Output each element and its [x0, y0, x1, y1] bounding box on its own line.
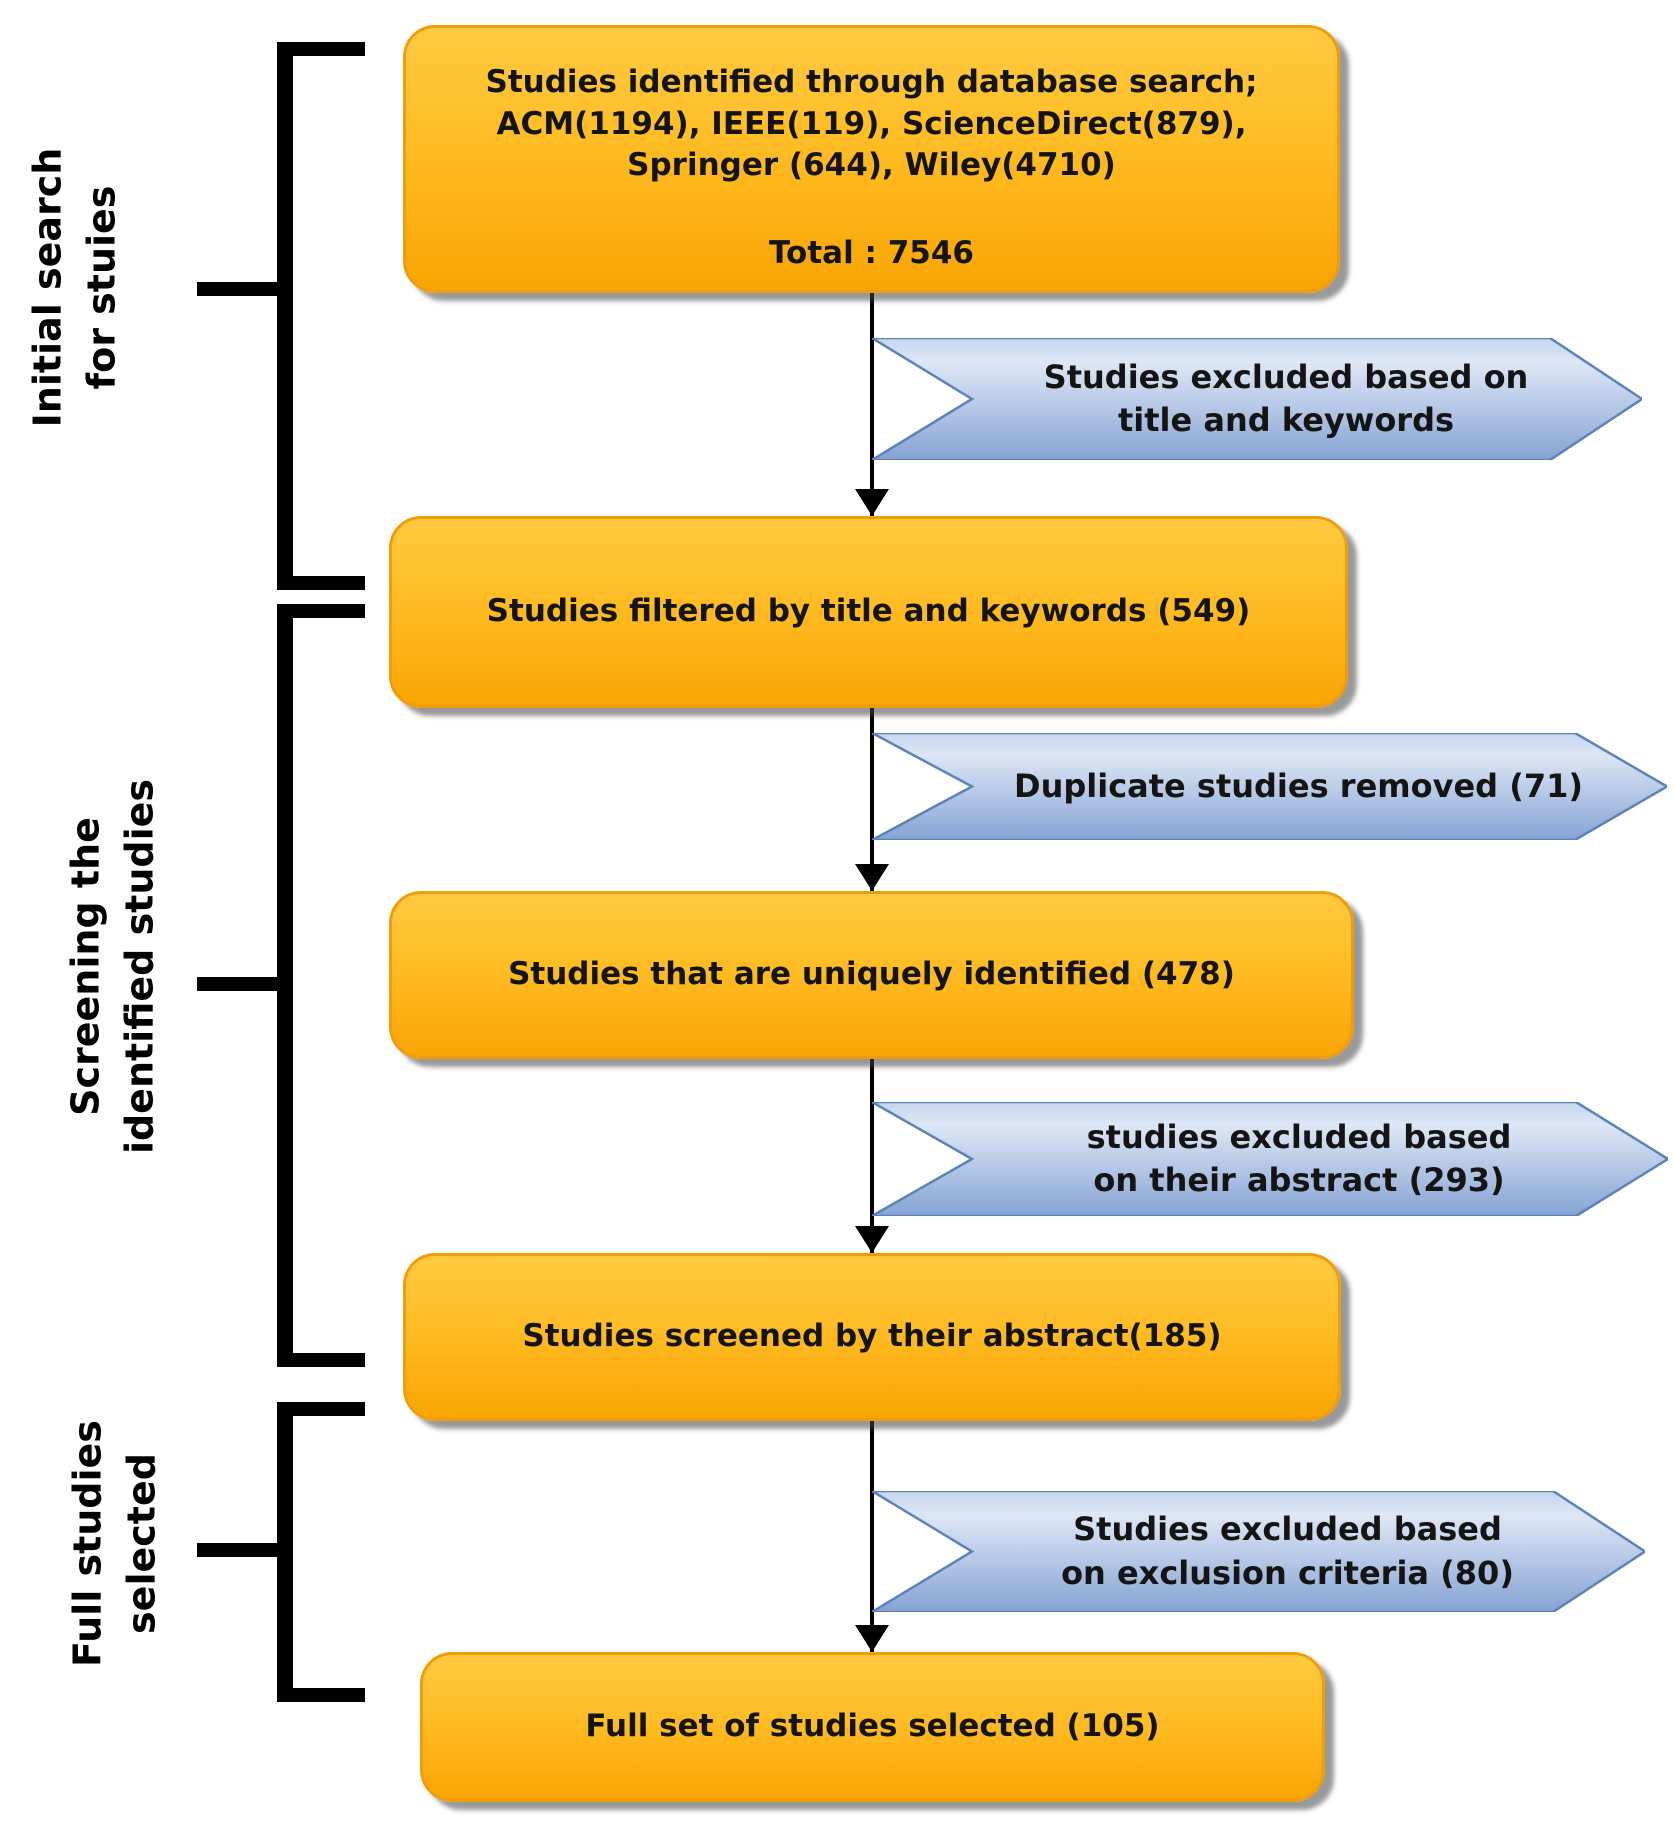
right-arrow-icon — [872, 733, 1667, 840]
excluded-arrow-abstract: studies excluded based on their abstract… — [872, 1102, 1668, 1216]
bracket-initial-search — [277, 42, 293, 590]
bracket-initial-search-top-arm — [277, 42, 365, 56]
box-screened-by-abstract: Studies screened by their abstract(185) — [403, 1253, 1341, 1421]
arrow-text-line: studies excluded based — [1086, 1117, 1512, 1156]
box-text-line: Studies that are uniquely identified (47… — [508, 956, 1235, 993]
section-label-line: Screening the — [63, 817, 108, 1116]
right-arrow-icon — [872, 1102, 1668, 1216]
box-text-line: Full set of studies selected (105) — [585, 1708, 1160, 1745]
bracket-screening — [277, 604, 293, 1367]
bracket-initial-search-tick — [197, 282, 279, 296]
down-arrowhead-icon — [855, 489, 889, 516]
box-studies-filtered: Studies filtered by title and keywords (… — [389, 516, 1348, 708]
box-text-line: Studies screened by their abstract(185) — [522, 1318, 1222, 1355]
section-label-full-studies: Full studies selected — [58, 1234, 173, 1826]
box-studies-identified: Studies identified through database sear… — [403, 25, 1340, 293]
arrow-text-line: on exclusion criteria (80) — [1061, 1553, 1514, 1592]
box-uniquely-identified: Studies that are uniquely identified (47… — [389, 891, 1354, 1059]
box-text-line: Studies identified through database sear… — [485, 64, 1258, 100]
excluded-arrow-exclusion-criteria: Studies excluded based on exclusion crit… — [872, 1491, 1645, 1612]
right-arrow-icon — [872, 338, 1642, 460]
section-label-screening: Screening the identified studies — [56, 657, 171, 1277]
right-arrow-icon — [872, 1491, 1645, 1612]
box-total-text: Total : 7546 — [769, 234, 974, 271]
section-label-line: identified studies — [117, 778, 161, 1155]
section-label-initial-search: Initial search for stuies — [18, 0, 133, 598]
down-arrowhead-icon — [855, 1226, 889, 1253]
bracket-full-studies-top-arm — [277, 1402, 365, 1416]
box-text-line: ACM(1194), IEEE(119), ScienceDirect(879)… — [496, 105, 1247, 142]
section-label-line: Full studies — [65, 1420, 110, 1667]
bracket-full-studies-bottom-arm — [277, 1688, 365, 1702]
bracket-screening-top-arm — [277, 604, 365, 618]
arrow-text-line: Studies excluded based — [1073, 1510, 1502, 1549]
down-arrowhead-icon — [855, 864, 889, 891]
arrow-text-line: on their abstract (293) — [1093, 1161, 1505, 1199]
arrow-text-line: Studies excluded based on — [1043, 357, 1529, 396]
section-label-line: selected — [119, 1453, 163, 1634]
bracket-full-studies — [277, 1402, 293, 1702]
arrow-text-line: Duplicate studies removed (71) — [1014, 766, 1583, 805]
excluded-arrow-duplicates: Duplicate studies removed (71) — [872, 733, 1667, 840]
box-full-set-selected: Full set of studies selected (105) — [420, 1652, 1325, 1802]
arrow-text-line: title and keywords — [1117, 401, 1455, 439]
excluded-arrow-title-keywords: Studies excluded based on title and keyw… — [872, 338, 1642, 460]
box-text-line: Springer (644), Wiley(4710) — [627, 147, 1116, 184]
down-arrowhead-icon — [855, 1625, 889, 1652]
bracket-screening-bottom-arm — [277, 1353, 365, 1367]
section-label-line: Initial search — [25, 147, 70, 428]
bracket-full-studies-tick — [197, 1543, 279, 1557]
box-text-line: Studies filtered by title and keywords (… — [486, 593, 1251, 630]
section-label-line: for stuies — [79, 185, 123, 390]
bracket-initial-search-bottom-arm — [277, 576, 365, 590]
bracket-screening-tick — [197, 977, 279, 991]
